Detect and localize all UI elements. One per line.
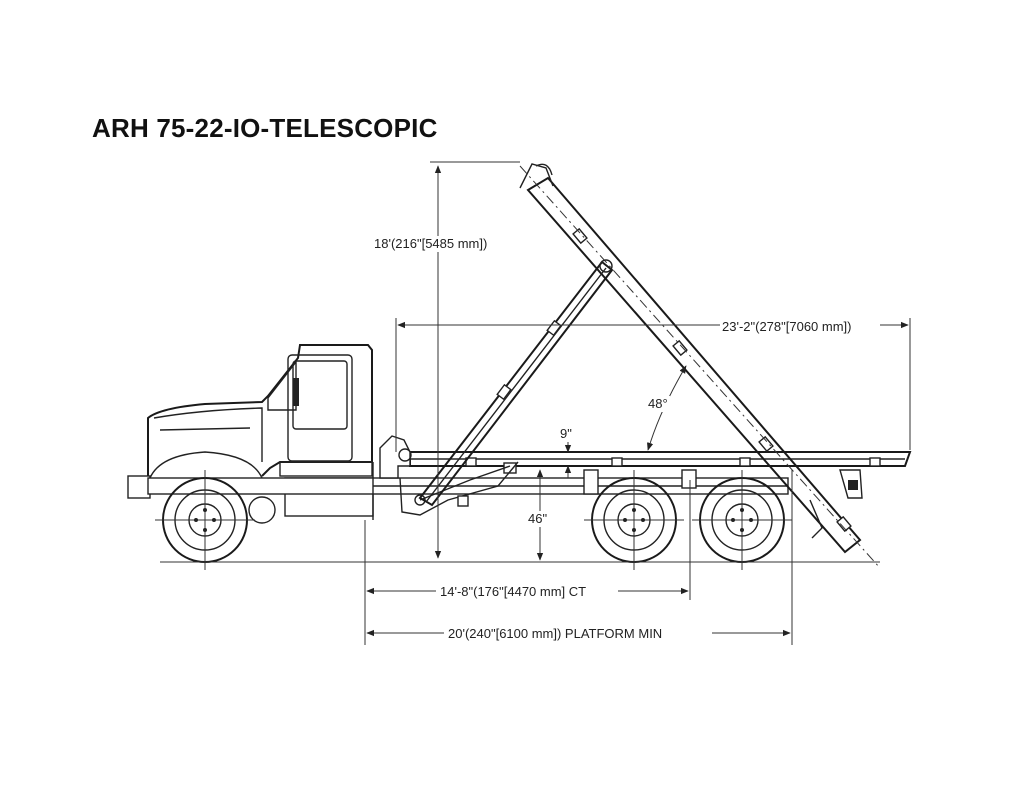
dim-dump-angle: 48° bbox=[646, 365, 687, 451]
lift-arm bbox=[418, 163, 881, 569]
dim-hook-offset: 9" bbox=[560, 426, 572, 478]
label-max-height: 18'(216"[5485 mm]) bbox=[374, 236, 487, 251]
hooklift-platform bbox=[379, 435, 912, 516]
dim-platform-min: 20'(240"[6100 mm]) PLATFORM MIN bbox=[366, 470, 793, 645]
dim-platform-height: 46" bbox=[526, 469, 552, 561]
dim-max-height: 18'(216"[5485 mm]) bbox=[372, 161, 520, 559]
truck-cab bbox=[127, 344, 374, 524]
label-dump-angle: 48° bbox=[648, 396, 668, 411]
label-max-length: 23'-2"(278"[7060 mm]) bbox=[722, 319, 852, 334]
dim-max-length: 23'-2"(278"[7060 mm]) bbox=[395, 318, 911, 452]
label-cab-to-tandem: 14'-8"(176"[4470 mm] CT bbox=[440, 584, 586, 599]
dim-cab-to-tandem: 14'-8"(176"[4470 mm] CT bbox=[364, 480, 691, 645]
label-platform-min: 20'(240"[6100 mm]) PLATFORM MIN bbox=[448, 626, 662, 641]
page-title: ARH 75-22-IO-TELESCOPIC bbox=[92, 113, 438, 143]
wheel-studs bbox=[194, 508, 753, 532]
label-hook-offset: 9" bbox=[560, 426, 572, 441]
label-platform-height: 46" bbox=[528, 511, 547, 526]
